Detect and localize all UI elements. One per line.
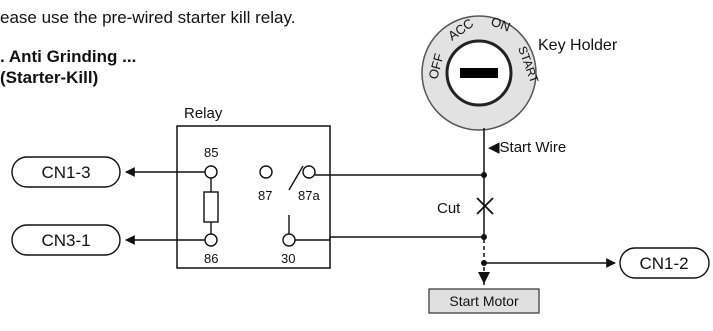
relay-contact-arm — [288, 165, 304, 191]
section-heading: . Anti Grinding ... — [0, 47, 137, 66]
intro-text: ease use the pre-wired starter kill rela… — [0, 8, 296, 27]
key-position-off: OFF — [425, 52, 446, 81]
start-motor-box — [428, 288, 540, 314]
connector-cn1-2 — [619, 247, 710, 279]
key-position-on: ON — [489, 14, 512, 35]
pin-85 — [204, 165, 218, 179]
section-subheading: (Starter-Kill) — [0, 68, 99, 87]
pin-86-label: 86 — [204, 251, 218, 266]
ignition-key-switch: OFF ACC ON START — [421, 14, 542, 131]
pin-30 — [282, 233, 296, 247]
pin-87a-label: 87a — [298, 188, 320, 203]
connector-cn1-3 — [11, 156, 121, 188]
connector-cn3-1 — [11, 224, 121, 256]
key-holder-label: Key Holder — [538, 37, 618, 54]
connector-cn1-3-label: CN1-3 — [41, 163, 90, 182]
relay-label: Relay — [184, 105, 223, 122]
key-slot-icon — [460, 68, 498, 78]
pin-85-label: 85 — [204, 145, 218, 160]
down-arrow-icon — [478, 272, 490, 284]
pin-86 — [204, 233, 218, 247]
relay-box — [176, 125, 331, 269]
start-wire-label: ◀Start Wire — [488, 139, 566, 156]
connector-cn3-1-label: CN3-1 — [41, 231, 90, 250]
connector-cn1-2-label: CN1-2 — [639, 254, 688, 273]
relay-coil — [203, 191, 219, 223]
pin-30-label: 30 — [281, 251, 295, 266]
pin-87 — [259, 165, 273, 179]
pin-87-label: 87 — [258, 188, 272, 203]
pin-87a — [302, 165, 316, 179]
start-motor-label: Start Motor — [449, 293, 519, 309]
cut-label: Cut — [437, 200, 461, 217]
junction-dot-branch — [481, 260, 487, 266]
